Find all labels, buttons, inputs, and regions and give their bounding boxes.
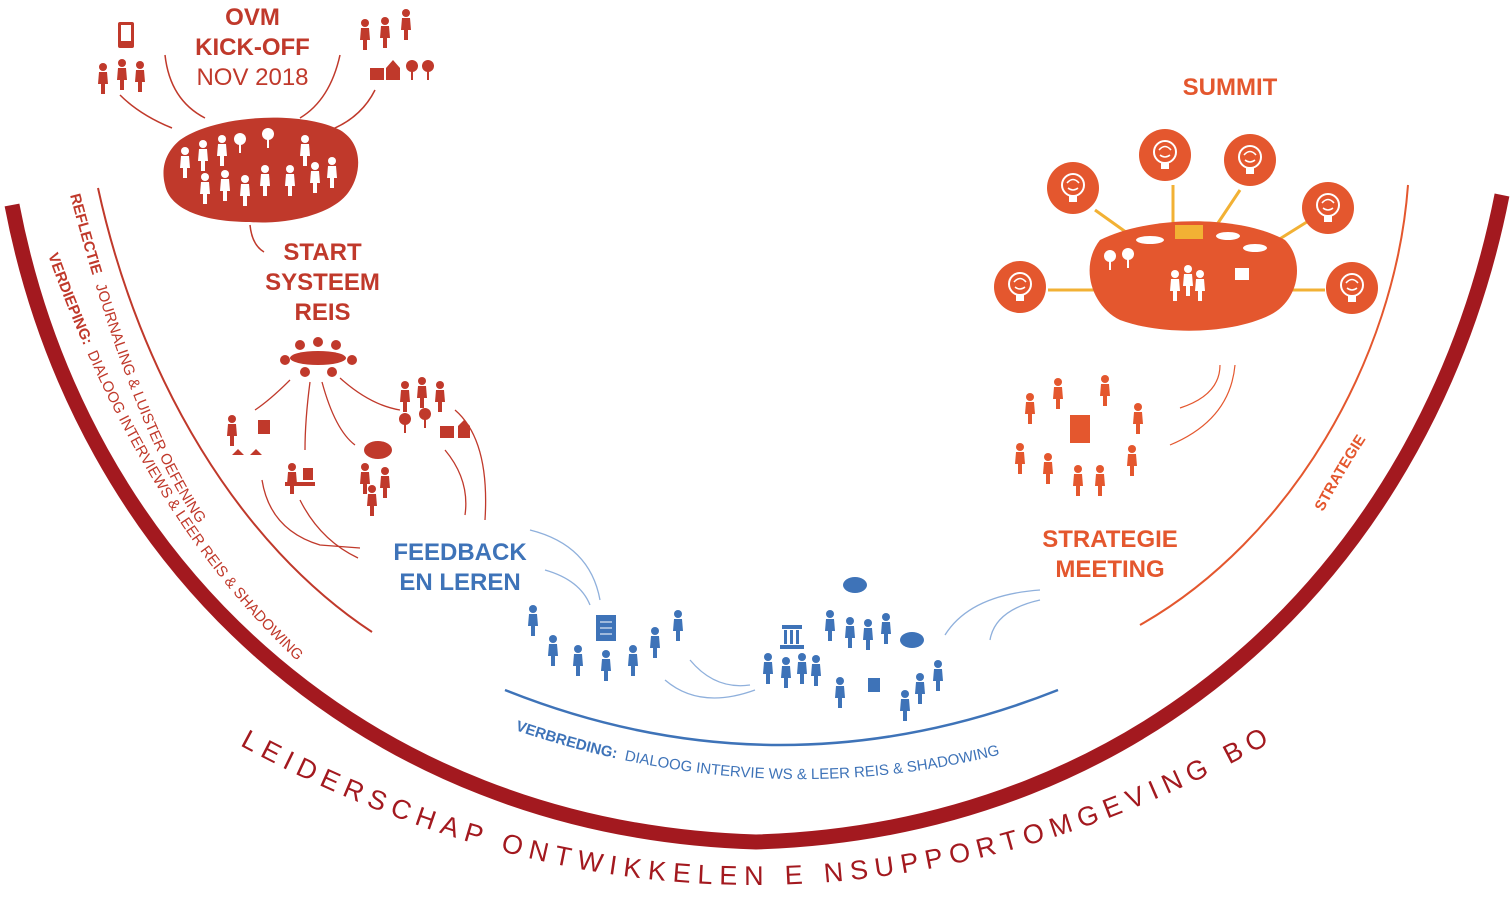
start-arrows: [254, 377, 487, 559]
strategie-meeting-line2: MEETING: [1055, 556, 1165, 583]
left-inner-arc: [97, 187, 373, 633]
strategie-arrows: [1169, 364, 1236, 446]
verbreding-arc-text: VERBREDING: DIALOOG INTERVIE WS & LEER R…: [514, 718, 1001, 783]
desk-icon: [285, 463, 315, 494]
blue-arc: [504, 688, 1059, 747]
start-label: START SYSTEEM REIS: [245, 238, 400, 328]
start-line2: SYSTEEM: [265, 269, 380, 296]
summit-text: SUMMIT: [1182, 74, 1278, 101]
kickoff-line1: OVM: [225, 4, 280, 31]
kickoff-line3: NOV 2018: [196, 64, 309, 91]
building-icon: [780, 625, 804, 649]
kickoff-label: OVM KICK-OFF NOV 2018: [175, 3, 330, 93]
thought-cloud-icon: [360, 441, 392, 516]
start-line3: REIS: [294, 299, 351, 326]
phone-icon: [118, 22, 134, 48]
feedback-label: FEEDBACK EN LEREN: [380, 538, 540, 598]
kickoff-line2: KICK-OFF: [195, 34, 310, 61]
document-icon: [596, 615, 616, 641]
summit-island-icon: [1048, 185, 1325, 331]
right-inner-arc: [1139, 184, 1409, 626]
village-icon: [399, 377, 470, 438]
strategie-meeting-label: STRATEGIE MEETING: [1020, 525, 1200, 585]
family-icon: [98, 59, 145, 94]
feedback-line1: FEEDBACK: [393, 539, 527, 566]
summit-label: SUMMIT: [1160, 73, 1300, 103]
strategie-meeting-line1: STRATEGIE: [1042, 526, 1178, 553]
strategie-arc-text: STRATEGIE: [1312, 432, 1370, 514]
feedback-arrows: [529, 529, 1041, 699]
meeting-table-icon: [280, 337, 357, 377]
gardening-icon: [227, 415, 270, 455]
dialog-people-icon: [763, 577, 943, 721]
trees-icon: [370, 60, 434, 80]
handshake-icon: [1015, 375, 1143, 496]
outer-arc: [4, 193, 1510, 850]
feedback-line2: EN LEREN: [399, 569, 521, 596]
crowd-island-icon: [163, 117, 359, 223]
people-icon: [360, 9, 411, 50]
start-line1: START: [283, 239, 362, 266]
